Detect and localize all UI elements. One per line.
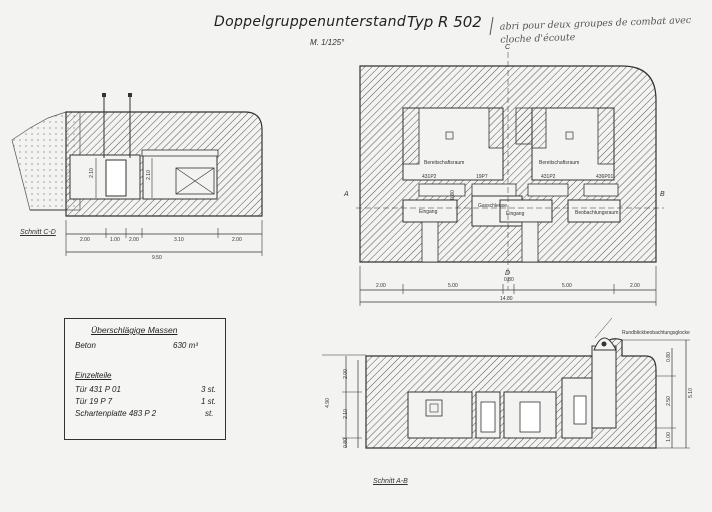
dim-label: 2.50 bbox=[665, 396, 672, 406]
part-name: Tür 431 P 01 bbox=[75, 385, 121, 394]
plan-view-drawing bbox=[356, 52, 664, 306]
dim-label: 2.00 bbox=[129, 237, 139, 243]
dim-label: 1.00 bbox=[110, 237, 120, 243]
dim-label: 3.10 bbox=[174, 237, 184, 243]
room-observation bbox=[567, 199, 621, 223]
part-qty: 1 st. bbox=[201, 397, 217, 406]
room-cd-right bbox=[142, 154, 218, 200]
dim-label: 2.00 bbox=[376, 283, 386, 289]
section-ab-label: Schnitt A-B bbox=[373, 478, 408, 485]
room-label: Gasschleuse bbox=[478, 203, 507, 209]
dim-label: 5.00 bbox=[562, 283, 572, 289]
door-label: 19P7 bbox=[476, 174, 488, 180]
dim-small-label: 0.80 bbox=[449, 190, 456, 200]
dim-label: 5.00 bbox=[448, 283, 458, 289]
masses-table: Überschlägige Massen Beton 630 m³ Einzel… bbox=[64, 318, 226, 440]
room-label: Eingang bbox=[419, 209, 438, 215]
part-name: Tür 19 P 7 bbox=[75, 397, 113, 406]
title-divider bbox=[489, 16, 494, 36]
door-cd bbox=[105, 159, 127, 197]
bench-cd bbox=[175, 167, 215, 195]
room-cd-left bbox=[69, 154, 141, 200]
section-marker-a: A bbox=[344, 191, 349, 198]
dim-total-label: 9.50 bbox=[152, 255, 162, 261]
dim-label: 2.10 bbox=[342, 409, 349, 419]
door-label: 431P2 bbox=[422, 174, 437, 180]
room-label: Bereitschaftsraum bbox=[539, 160, 580, 166]
room-label: Bereitschaftsraum bbox=[424, 160, 465, 166]
drawing-title: Doppelgruppenunterstand bbox=[214, 14, 407, 30]
scale-label: M. 1/125° bbox=[310, 38, 345, 47]
dim-label: 2.00 bbox=[232, 237, 242, 243]
door-label: 431P2 bbox=[541, 174, 556, 180]
section-ab-drawing bbox=[322, 317, 690, 449]
room-label: Beobachtungsraum bbox=[575, 210, 619, 216]
dim-small-label: 0.80 bbox=[504, 277, 514, 283]
section-marker-c: C bbox=[505, 44, 511, 51]
type-label: Typ R 502 bbox=[407, 13, 482, 31]
section-marker-d: D bbox=[505, 270, 511, 277]
room-plan-left bbox=[402, 107, 504, 181]
masses-heading: Überschlägige Massen bbox=[91, 325, 178, 335]
height-label: 2.10 bbox=[145, 170, 152, 180]
dim-label: 0.80 bbox=[342, 438, 349, 448]
section-cd-label: Schnitt C-D bbox=[20, 229, 56, 236]
height-label: 2.10 bbox=[88, 168, 95, 178]
bell-label: Rundblickbeobachtungsglocke bbox=[622, 330, 690, 336]
dim-label: 0.80 bbox=[665, 352, 672, 362]
section-cd-drawing bbox=[11, 93, 263, 256]
dim-label: 2.00 bbox=[80, 237, 90, 243]
part-name: Schartenplatte 483 P 2 bbox=[75, 409, 157, 418]
bell-shaft bbox=[591, 345, 617, 429]
section-marker-b: B bbox=[660, 191, 665, 198]
dim-total-label: 4.90 bbox=[324, 398, 331, 408]
dim-label: 1.00 bbox=[665, 432, 672, 442]
beton-value: 630 m³ bbox=[173, 341, 198, 350]
parts-heading: Einzelteile bbox=[75, 371, 112, 380]
beton-label: Beton bbox=[75, 341, 96, 350]
door-label: 436P01 bbox=[596, 174, 614, 180]
part-qty: st. bbox=[205, 409, 214, 418]
dim-total-label: 14.80 bbox=[500, 296, 513, 302]
part-qty: 3 st. bbox=[201, 385, 217, 394]
room-ab-1 bbox=[407, 391, 473, 439]
dim-label: 2.00 bbox=[630, 283, 640, 289]
dim-label: 2.00 bbox=[342, 369, 349, 379]
room-label: Eingang bbox=[506, 211, 525, 217]
dim-total-label: 5.10 bbox=[687, 388, 694, 398]
